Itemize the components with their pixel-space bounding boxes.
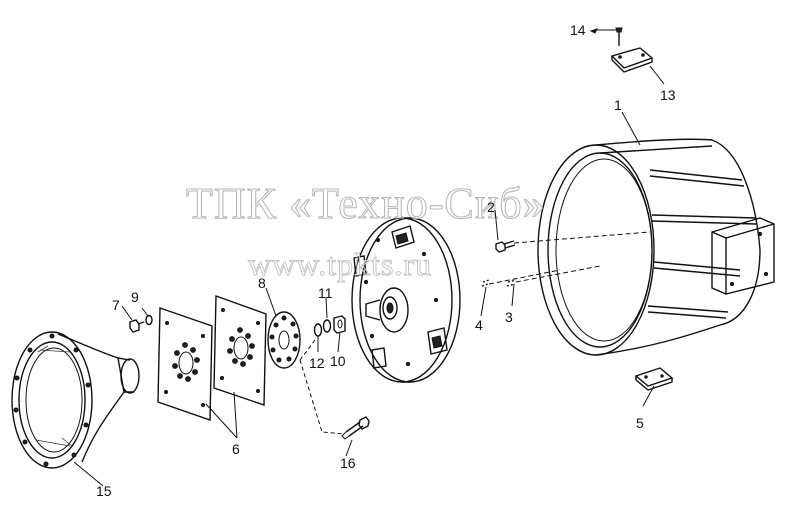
leader-lines [73,28,665,487]
part-9-washer [145,314,153,326]
watermark-line1: ТПК «Техно-Сиб» [186,179,546,228]
callout-labels: 1 2 3 4 5 6 7 9 8 10 11 12 13 14 15 16 [96,22,676,499]
part-14-screw [615,27,623,46]
callout-7: 7 [112,297,120,313]
part-16-long-bolt [341,416,370,440]
part-6-gasket-rear [213,295,267,406]
callout-13: 13 [660,87,676,103]
callout-3: 3 [505,309,513,325]
watermark-line2: www.tpkts.ru [248,246,432,282]
callout-16: 16 [340,455,356,471]
callout-12: 12 [309,355,325,371]
callout-1: 1 [614,97,622,113]
callout-5: 5 [636,415,644,431]
part-10-nut [333,315,346,334]
callout-11: 11 [318,285,333,301]
callout-14: 14 [570,22,586,38]
central-disc-plate [351,217,461,383]
part-7-bolt [129,319,145,333]
part-3-pin [506,279,517,287]
part-15-flange-housing [11,331,140,469]
alignment-dashed-line [488,231,651,285]
callout-6: 6 [232,441,240,457]
callout-8: 8 [258,275,266,291]
part-2-bolt [495,240,516,253]
part-12-washer [313,323,323,337]
part-8-perforated-disc [267,311,301,369]
watermark: ТПК «Техно-Сиб» www.tpkts.ru [185,178,546,282]
part-4-pin [481,279,490,287]
part-1-cylindrical-housing [537,138,775,356]
callout-8-9: 9 [131,289,139,305]
callout-4: 4 [475,317,483,333]
callout-10: 10 [330,353,346,369]
part-5-bracket [634,367,674,391]
part-13-cover-plate [610,47,654,73]
part-11-washer [322,319,332,333]
callout-2: 2 [487,199,495,215]
callout-15: 15 [96,483,112,499]
part-6-gasket-front [157,307,213,421]
